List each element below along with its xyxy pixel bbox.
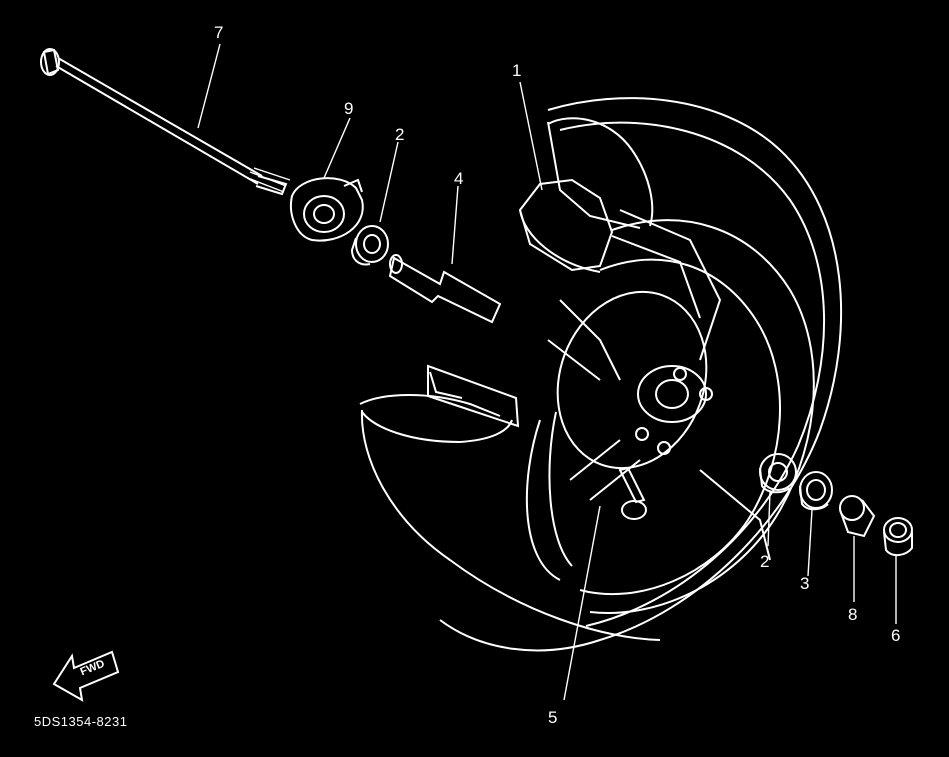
tire-part <box>359 97 843 652</box>
callout-3: 3 <box>800 574 810 593</box>
collar-part <box>839 495 876 538</box>
gear-unit-part <box>290 177 364 242</box>
oil-seal-part <box>799 471 833 511</box>
callout-5: 5 <box>548 708 558 727</box>
callout-8: 8 <box>848 605 858 624</box>
callout-6: 6 <box>891 626 901 645</box>
bearing-lower-part <box>759 453 797 494</box>
axle-part <box>40 48 291 196</box>
callout-2-lower: 2 <box>760 552 770 571</box>
bearing-upper-part <box>350 225 389 266</box>
rim-part <box>427 117 815 614</box>
callout-2-upper: 2 <box>395 125 405 144</box>
callout-9: 9 <box>344 99 354 118</box>
callout-7: 7 <box>214 23 224 42</box>
drawing-code: 5DS1354-8231 <box>34 714 128 729</box>
callout-1: 1 <box>512 61 522 80</box>
spacer-part <box>388 254 502 324</box>
cap-part <box>883 517 913 556</box>
callout-4: 4 <box>454 169 464 188</box>
fwd-arrow-icon <box>52 650 120 702</box>
leader-lines <box>197 43 897 701</box>
